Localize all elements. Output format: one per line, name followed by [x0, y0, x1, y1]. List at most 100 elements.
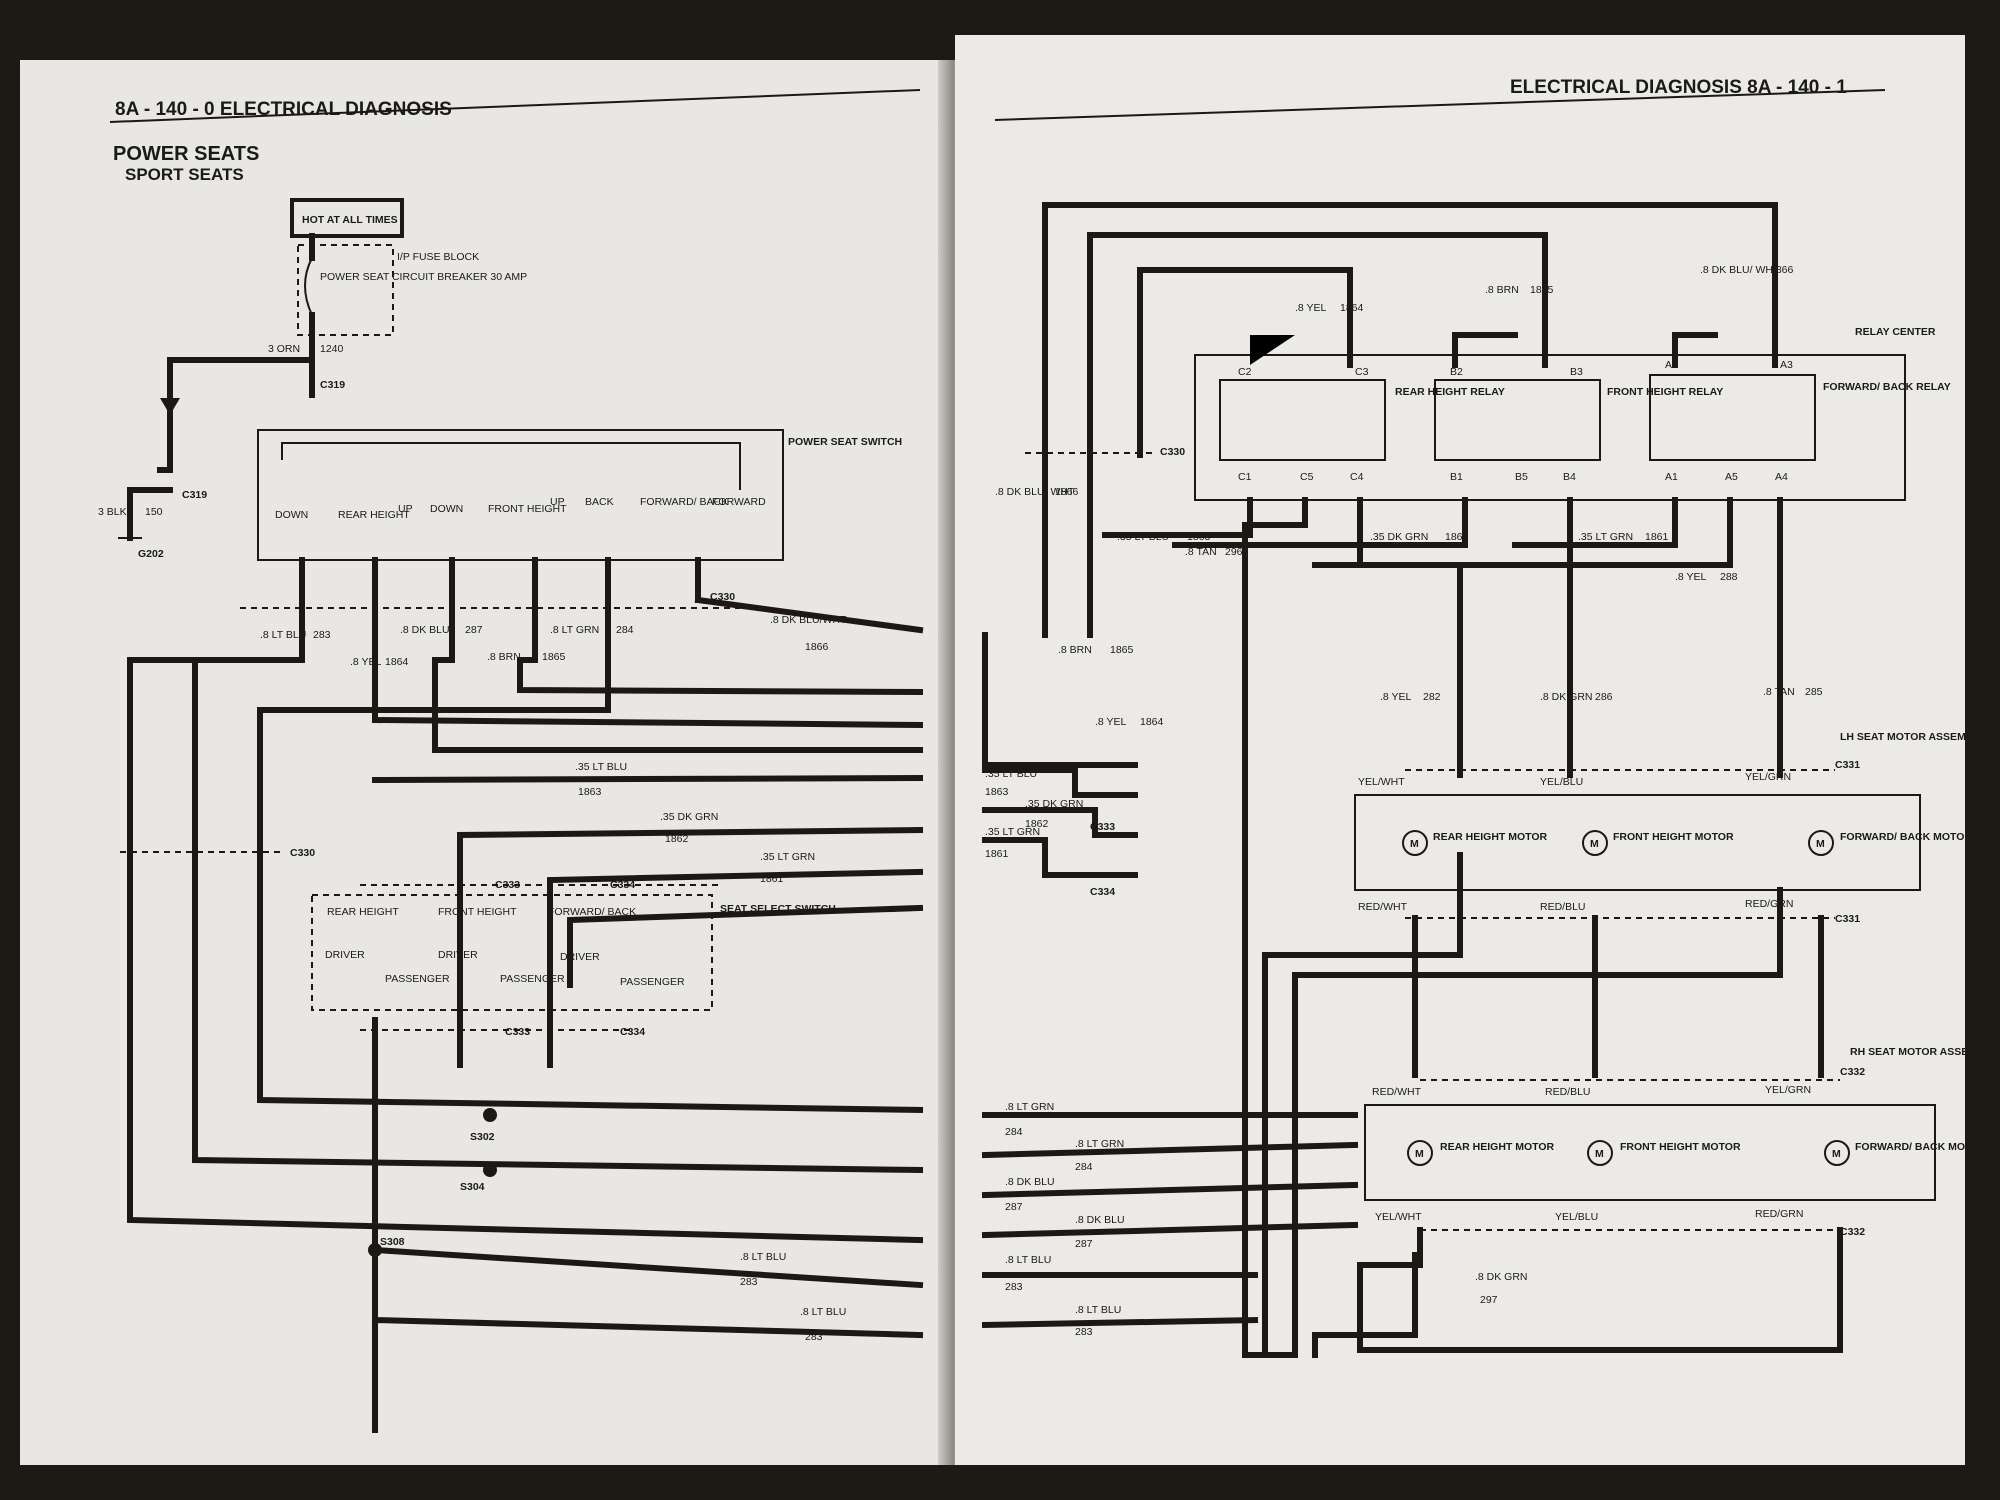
svg-text:A3: A3: [1780, 359, 1793, 371]
svg-text:C1: C1: [1238, 471, 1252, 483]
switch-bus: [281, 442, 741, 490]
left-header: 8A - 140 - 0 ELECTRICAL DIAGNOSIS: [115, 99, 452, 120]
wire-1864-name: .8 YEL: [350, 656, 381, 668]
c334-top: C334: [610, 879, 635, 891]
bl-283-circuit: 283: [1005, 1281, 1023, 1293]
svg-text:UP: UP: [398, 503, 413, 515]
c330-lower: C330: [290, 847, 315, 859]
wire-283-circuit: 283: [313, 629, 331, 641]
svg-text:C3: C3: [1355, 366, 1369, 378]
svg-text:M: M: [1816, 838, 1825, 850]
lh-motors: M REAR HEIGHT MOTOR M FRONT HEIGHT MOTOR…: [1402, 830, 1965, 856]
wire-s308-out2: [371, 1316, 924, 1339]
svg-text:PASSENGER: PASSENGER: [620, 976, 685, 988]
rh-motors: M REAR HEIGHT MOTOR M FRONT HEIGHT MOTOR…: [1407, 1140, 1965, 1166]
svg-text:C5: C5: [1300, 471, 1314, 483]
svg-text:FORWARD: FORWARD: [712, 496, 766, 508]
relay-output-wires: [982, 497, 1783, 1358]
c334-right: C334: [1090, 886, 1115, 898]
svg-text:B4: B4: [1563, 471, 1576, 483]
bus-lines: [127, 657, 924, 1244]
svg-text:B3: B3: [1570, 366, 1583, 378]
fuse-block-box: [297, 244, 394, 336]
mw-285-circuit: 285: [1805, 686, 1823, 698]
svg-text:FORWARD/ BACK MOTOR: FORWARD/ BACK MOTOR: [1840, 831, 1965, 843]
lh-color-2: YEL/GRN: [1745, 771, 1791, 783]
relay-front-height: FRONT HEIGHT RELAY B2 B3 B1 B5 B4: [1434, 366, 1723, 483]
wire-1865-circuit: 1865: [542, 651, 566, 663]
top-1864-name: .8 YEL: [1295, 302, 1326, 314]
splice-s304-label: S304: [460, 1181, 485, 1193]
top-1864-circuit: 1864: [1340, 302, 1364, 314]
svg-text:FORWARD/ BACK: FORWARD/ BACK: [548, 906, 636, 918]
svg-text:DOWN: DOWN: [430, 503, 463, 515]
svg-text:M: M: [1415, 1148, 1424, 1160]
svg-text:REAR HEIGHT: REAR HEIGHT: [338, 509, 410, 521]
rh-color-0: RED/WHT: [1372, 1086, 1422, 1098]
wire-1864-circuit: 1864: [385, 656, 409, 668]
c332-top: C332: [1840, 1066, 1865, 1078]
splice-s302: [483, 1108, 497, 1122]
ro-1863-circuit: 1863: [1187, 531, 1211, 543]
c331-bottom: C331: [1835, 913, 1860, 925]
svg-text:B1: B1: [1450, 471, 1463, 483]
ro-1862-circuit: 1862: [1445, 531, 1469, 543]
lh-assembly-label: LH SEAT MOTOR ASSEMBLY: [1840, 731, 1965, 743]
switch-label: POWER SEAT SWITCH: [788, 436, 902, 448]
in-1863-name: .35 LT BLU: [985, 768, 1037, 780]
ground-point: G202: [138, 548, 164, 560]
lh-color-5: RED/GRN: [1745, 898, 1793, 910]
right-wiring-diagram: ELECTRICAL DIAGNOSIS 8A - 140 - 1 RELAY …: [981, 77, 1965, 1358]
mw-286-circuit: 286: [1595, 691, 1613, 703]
mw-282-name: .8 YEL: [1380, 691, 1411, 703]
bl-284b-name: .8 LT GRN: [1075, 1138, 1124, 1150]
wire-1863-circuit: 1863: [578, 786, 602, 798]
c332-bottom: C332: [1840, 1226, 1865, 1238]
splice-s304: [483, 1163, 497, 1177]
rh-color-3: YEL/WHT: [1375, 1211, 1422, 1223]
wire-1865-name: .8 BRN: [487, 651, 521, 663]
wire-297-loop: [1357, 1227, 1843, 1353]
c319-top: C319: [320, 379, 345, 391]
top-1866-circuit: 1866: [1770, 264, 1794, 276]
svg-text:B2: B2: [1450, 366, 1463, 378]
ro-288-name: .8 YEL: [1675, 571, 1706, 583]
svg-text:DRIVER: DRIVER: [438, 949, 478, 961]
lh-color-0: YEL/WHT: [1358, 776, 1405, 788]
bl-284-name: .8 LT GRN: [1005, 1101, 1054, 1113]
c331-top: C331: [1835, 759, 1860, 771]
rh-color-1: RED/BLU: [1545, 1086, 1591, 1098]
bl-287b-name: .8 DK BLU: [1075, 1214, 1125, 1226]
svg-text:M: M: [1410, 838, 1419, 850]
left-1865-name: .8 BRN: [1058, 644, 1092, 656]
bottom-left-wires: [981, 1112, 1359, 1329]
svg-text:A1: A1: [1665, 471, 1678, 483]
left-1866-circuit: 1866: [1055, 486, 1079, 498]
rh-color-4: YEL/BLU: [1555, 1211, 1598, 1223]
select-switch-label: SEAT SELECT SWITCH: [720, 903, 836, 915]
wire-s308-out1: [371, 1246, 924, 1289]
svg-text:A5: A5: [1725, 471, 1738, 483]
svg-text:REAR HEIGHT RELAY: REAR HEIGHT RELAY: [1395, 386, 1505, 398]
ro-1861-name: .35 LT GRN: [1578, 531, 1633, 543]
relay-center-label: RELAY CENTER: [1855, 326, 1936, 338]
svg-text:DOWN: DOWN: [275, 509, 308, 521]
bl-284-circuit: 284: [1005, 1126, 1023, 1138]
svg-text:FRONT HEIGHT MOTOR: FRONT HEIGHT MOTOR: [1613, 831, 1734, 843]
wire-284-name: .8 LT GRN: [550, 624, 599, 636]
relay-center-box: [1194, 354, 1906, 501]
power-circuit: 1240: [320, 343, 344, 355]
svg-text:FRONT HEIGHT MOTOR: FRONT HEIGHT MOTOR: [1620, 1141, 1741, 1153]
header-rule: [109, 89, 921, 123]
lh-motor-box: [1354, 794, 1921, 891]
ground-wire: 3 BLK: [98, 506, 127, 518]
ground-circuit: 150: [145, 506, 163, 518]
bl-287-name: .8 DK BLU: [1005, 1176, 1055, 1188]
left-input-wires: [982, 767, 1138, 878]
ro-1861-circuit: 1861: [1645, 531, 1669, 543]
wire-287-circuit: 287: [465, 624, 483, 636]
bl-287b-circuit: 287: [1075, 1238, 1093, 1250]
wire-1866-circuit: 1866: [805, 641, 829, 653]
right-header: ELECTRICAL DIAGNOSIS 8A - 140 - 1: [1510, 77, 1847, 98]
switch-position-labels: DOWN REAR HEIGHT UP DOWN FRONT HEIGHT UP…: [275, 496, 766, 521]
